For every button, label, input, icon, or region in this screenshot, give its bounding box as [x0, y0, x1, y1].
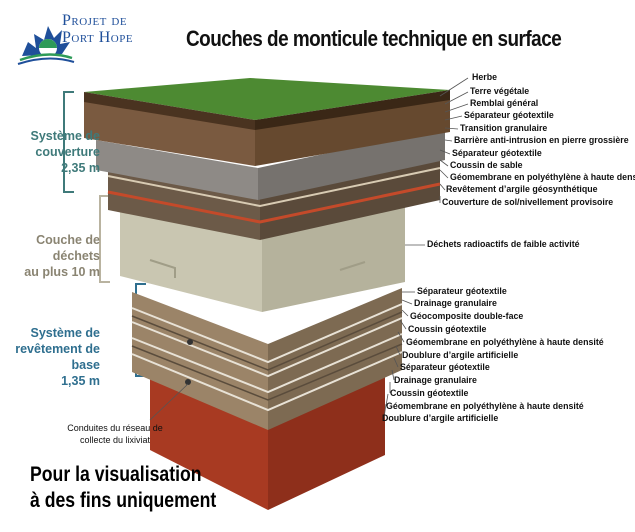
- leachate-line-2: collecte du lixiviat: [79, 435, 151, 445]
- topsoil-side: [255, 90, 450, 130]
- cover-system-label: Système de couverture 2,35 m: [0, 128, 100, 176]
- waste-line-1: Couche de: [36, 233, 100, 247]
- layer-label: Séparateur géotextile: [417, 286, 507, 297]
- layer-label: Déchets radioactifs de faible activité: [427, 239, 580, 250]
- layer-label: Géomembrane en polyéthylène à haute dens…: [386, 401, 584, 412]
- waste-side: [262, 205, 405, 312]
- layer-label: Séparateur géotextile: [400, 362, 490, 373]
- base-line-3: base: [71, 358, 101, 372]
- leachate-leader: [149, 383, 189, 421]
- layer-label: Géomembrane en polyéthylène à haute dens…: [406, 337, 604, 348]
- layer-label: Barrière anti-intrusion en pierre grossi…: [454, 135, 629, 146]
- port-hope-logo: [17, 26, 75, 65]
- leachate-line-1: Conduites du réseau de: [67, 423, 163, 433]
- disclaimer-line-1: Pour la visualisation: [30, 463, 202, 486]
- layer-label: Coussin géotextile: [408, 324, 487, 335]
- layer-label: Coussin de sable: [450, 160, 523, 171]
- base-line-1: Système de: [30, 326, 100, 340]
- disclaimer-line-2: à des fins uniquement: [30, 489, 217, 512]
- disclaimer: Pour la visualisation à des fins uniquem…: [30, 462, 216, 514]
- layer-label: Géocomposite double-face: [410, 311, 524, 322]
- base-line-4: 1,35 m: [61, 374, 100, 388]
- topsoil-front: [84, 92, 255, 130]
- logo-line-1: Projet de: [62, 12, 128, 29]
- leader-lines: [383, 77, 469, 419]
- layer-label: Herbe: [472, 72, 498, 83]
- layer-label: Drainage granulaire: [414, 298, 497, 309]
- layer-label: Séparateur géotextile: [464, 110, 554, 121]
- layer-label: Coussin géotextile: [390, 388, 469, 399]
- layer-label: Séparateur géotextile: [452, 148, 542, 159]
- layer-label: Transition granulaire: [460, 123, 548, 134]
- waste-layer-label: Couche de déchets au plus 10 m: [0, 232, 100, 280]
- grass-top: [84, 78, 450, 120]
- fill-side: [255, 96, 450, 166]
- cover-line-2: couverture: [35, 145, 100, 159]
- cover-bracket: [63, 91, 74, 193]
- base-line-2: revêtement de: [15, 342, 100, 356]
- base-system-label: Système de revêtement de base 1,35 m: [0, 325, 100, 389]
- cover-line-3: 2,35 m: [61, 161, 100, 175]
- diagram-title: Couches de monticule technique en surfac…: [186, 26, 562, 51]
- fill-front: [84, 100, 255, 166]
- logo-text: Projet de Port Hope: [62, 12, 133, 46]
- logo-line-2: Port Hope: [62, 29, 134, 46]
- layer-label: Remblai général: [470, 98, 539, 109]
- layer-label: Couverture de sol/nivellement provisoire: [442, 197, 614, 208]
- waste-bracket: [99, 195, 110, 283]
- layer-label: Drainage granulaire: [394, 375, 477, 386]
- waste-line-2: déchets: [52, 249, 100, 263]
- cover-line-1: Système de: [30, 129, 100, 143]
- stone-side: [258, 128, 445, 200]
- layer-label: Doublure d’argile artificielle: [402, 350, 519, 361]
- layer-label: Géomembrane en polyéthylène à haute dens…: [450, 172, 635, 183]
- stone-front: [96, 140, 258, 200]
- base-clay-side: [268, 370, 385, 510]
- layer-label: Revêtement d’argile géosynthétique: [446, 184, 598, 195]
- waste-line-3: au plus 10 m: [24, 265, 100, 279]
- layer-label: Terre végétale: [470, 86, 530, 97]
- layer-label: Doublure d’argile artificielle: [382, 413, 499, 424]
- base-clay-front: [150, 368, 268, 510]
- leachate-pipes-label: Conduites du réseau de collecte du lixiv…: [55, 422, 175, 446]
